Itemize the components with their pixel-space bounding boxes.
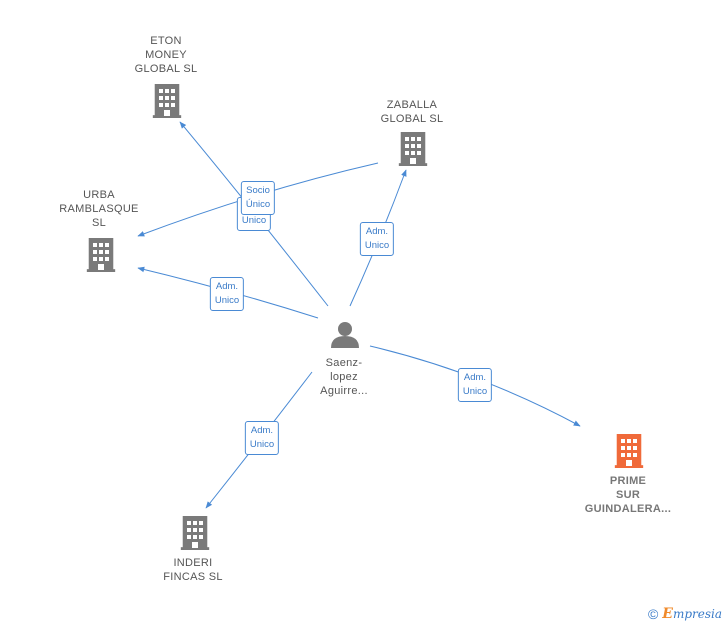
node-label-urba[interactable]: URBA RAMBLASQUE SL <box>59 189 139 229</box>
edge-label-inderi: Adm. Unico <box>244 421 280 455</box>
node-label-eton[interactable]: ETON MONEY GLOBAL SL <box>134 35 198 75</box>
node-label-zaballa[interactable]: ZABALLA GLOBAL SL <box>380 99 444 125</box>
brand-watermark: © Empresia <box>648 606 722 622</box>
building-icon[interactable] <box>86 238 116 272</box>
edge-label-prime: Adm. Unico <box>457 368 493 402</box>
building-icon[interactable] <box>398 132 428 166</box>
person-icon[interactable] <box>331 322 359 348</box>
edge-label-socio-unico: Socio Único <box>240 181 276 215</box>
edge-label-urba: Adm. Unico <box>209 277 245 311</box>
node-label-person[interactable]: Saenz- lopez Aguirre... <box>320 357 368 397</box>
copyright-icon: © <box>647 606 659 622</box>
edge-label-zaballa: Adm. Unico <box>359 222 395 256</box>
node-label-prime[interactable]: PRIME SUR GUINDALERA... <box>584 475 672 515</box>
brand-name: mpresia <box>672 607 722 621</box>
building-icon[interactable] <box>152 84 182 118</box>
node-label-inderi[interactable]: INDERI FINCAS SL <box>163 557 223 583</box>
building-icon[interactable] <box>614 434 644 468</box>
brand-initial: E <box>662 606 673 622</box>
building-icon[interactable] <box>180 516 210 550</box>
